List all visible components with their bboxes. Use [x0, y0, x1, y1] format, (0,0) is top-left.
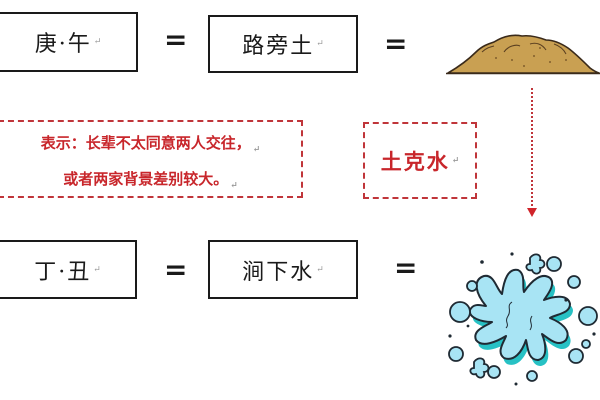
- ganzhi-text-dingchou: 丁·丑: [34, 259, 92, 285]
- paragraph-mark: ↵: [93, 264, 101, 275]
- ganzhi-text-gengwu: 庚·午: [34, 32, 92, 57]
- description-line-1: 表示：长辈不太同意两人交往，↵: [40, 134, 261, 155]
- equals-sign-4: =: [394, 251, 418, 284]
- equals-sign-3: =: [164, 253, 188, 286]
- arrow-head-icon: [527, 208, 537, 217]
- paragraph-mark: ↵: [316, 264, 324, 275]
- dirt-mound-icon: [446, 34, 600, 75]
- equals-sign-1: =: [164, 23, 188, 56]
- nayin-text-jianxiashui: 涧下水: [242, 259, 315, 285]
- nayin-text-lupangtu: 路旁土: [242, 34, 315, 59]
- relation-description-box: 表示：长辈不太同意两人交往，↵ 或者两家背景差别较大。↵: [0, 120, 303, 198]
- nayin-box-jianxiashui: 涧下水↵: [208, 240, 358, 299]
- paragraph-mark: ↵: [316, 39, 324, 49]
- ganzhi-box-dingchou: 丁·丑↵: [0, 240, 137, 299]
- equals-sign-2: =: [384, 27, 408, 60]
- element-relation-text: 土克水: [380, 148, 450, 174]
- element-relation-box: 土克水↵: [363, 122, 477, 199]
- nayin-box-lupangtu: 路旁土↵: [208, 15, 358, 73]
- ganzhi-box-gengwu: 庚·午↵: [0, 12, 138, 72]
- dotted-down-arrow-icon: [531, 88, 533, 210]
- description-line-2: 或者两家背景差别较大。↵: [63, 170, 238, 191]
- water-splash-icon: [448, 252, 598, 386]
- paragraph-mark: ↵: [93, 37, 102, 47]
